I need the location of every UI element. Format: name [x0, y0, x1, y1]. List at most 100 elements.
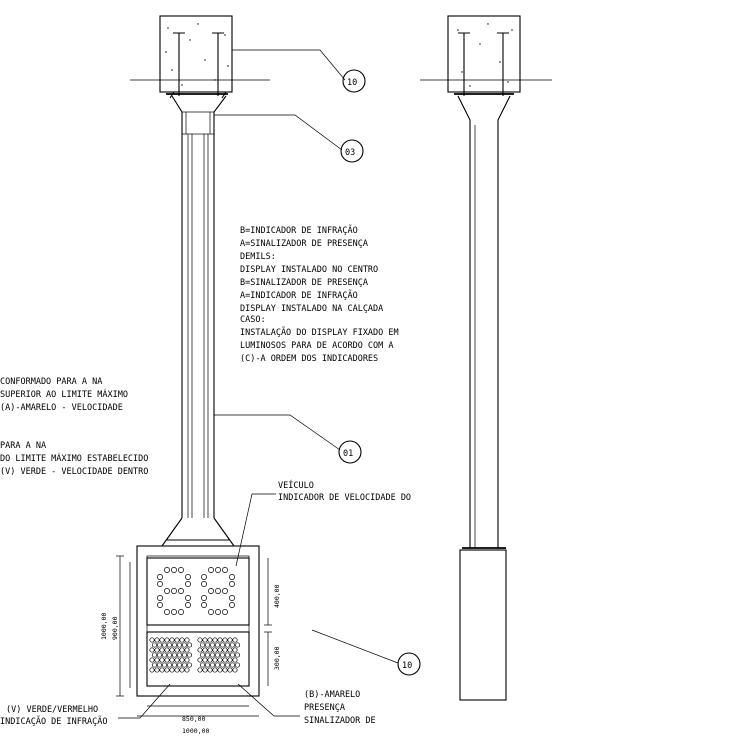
led-dot — [164, 637, 170, 643]
svg-text:B=SINALIZADOR DE PRESENÇA: B=SINALIZADOR DE PRESENÇA — [240, 278, 368, 288]
led-dot — [214, 662, 221, 668]
pole-shaft-side — [457, 95, 511, 549]
display-housing-side — [459, 549, 507, 701]
digit-dot — [215, 609, 221, 615]
led-dot — [202, 667, 208, 673]
led-dot — [186, 652, 193, 658]
led-dot — [154, 647, 160, 653]
pole-flange-front — [171, 95, 227, 135]
digit-dot — [201, 574, 207, 580]
led-dot — [176, 652, 183, 658]
led-dot — [169, 637, 175, 643]
led-dot — [229, 642, 236, 648]
svg-text:DEMILS:: DEMILS: — [240, 252, 276, 262]
led-dot — [209, 652, 216, 658]
led-dot — [184, 637, 190, 643]
led-dot — [161, 652, 168, 658]
digit-dot — [157, 602, 163, 608]
dim-width-inner: 850,00 — [182, 715, 206, 723]
led-dot — [169, 667, 175, 673]
led-dot — [227, 647, 233, 653]
led-dot — [179, 647, 185, 653]
led-dot — [207, 647, 213, 653]
led-dot — [181, 662, 188, 668]
svg-text:INSTALAÇÃO DO DISPLAY FIXADO E: INSTALAÇÃO DO DISPLAY FIXADO EM — [240, 327, 399, 338]
digit-dot — [164, 588, 170, 594]
digit-dot — [201, 595, 207, 601]
digit-dot — [222, 588, 228, 594]
svg-text:A=INDICADOR DE INFRAÇÃO: A=INDICADOR DE INFRAÇÃO — [240, 290, 358, 301]
svg-text:DISPLAY INSTALADO NA CALÇADA: DISPLAY INSTALADO NA CALÇADA — [240, 304, 383, 314]
svg-text:10: 10 — [402, 661, 412, 671]
led-dot — [197, 667, 203, 673]
dim-width-outer: 1000,00 — [182, 727, 209, 735]
led-dot — [161, 642, 168, 648]
digit-dot — [208, 567, 214, 573]
led-dot — [151, 652, 158, 658]
led-dot — [199, 662, 206, 668]
svg-text:A=SINALIZADOR DE PRESENÇA: A=SINALIZADOR DE PRESENÇA — [240, 239, 368, 249]
led-dot — [197, 637, 203, 643]
callout-2: 03 — [214, 114, 364, 163]
display-housing — [136, 545, 260, 697]
led-dot — [174, 637, 180, 643]
led-dot — [229, 652, 236, 658]
led-dot — [159, 657, 165, 663]
led-dot — [156, 652, 163, 658]
led-dot — [234, 662, 241, 668]
digit-dot — [229, 574, 235, 580]
led-dot — [212, 667, 218, 673]
pole-shaft-front — [181, 125, 215, 518]
led-dot — [234, 642, 241, 648]
svg-text:SUPERIOR AO LIMITE MÁXIMO: SUPERIOR AO LIMITE MÁXIMO — [0, 388, 128, 400]
digit-dot — [215, 588, 221, 594]
digit-dot — [185, 574, 191, 580]
svg-text:(C)-A ORDEM DOS INDICADORES: (C)-A ORDEM DOS INDICADORES — [240, 354, 378, 364]
led-dot — [164, 647, 170, 653]
digit-dot — [229, 595, 235, 601]
led-dot — [232, 637, 238, 643]
digit-dot — [157, 574, 163, 580]
speed-digits-display — [157, 567, 235, 615]
led-dot — [197, 647, 203, 653]
dimension-lines — [116, 555, 272, 717]
led-dot — [164, 667, 170, 673]
led-dot — [222, 667, 228, 673]
led-dot — [232, 657, 238, 663]
digit-dot — [208, 588, 214, 594]
led-dot — [184, 657, 190, 663]
dim-height-lower: 300,00 — [273, 646, 281, 670]
led-dot — [169, 657, 175, 663]
led-dot — [207, 657, 213, 663]
led-dot — [174, 657, 180, 663]
led-dot — [166, 652, 173, 658]
led-dot — [171, 662, 178, 668]
led-dot — [234, 652, 241, 658]
speed-indicator-label: VEÍCULO INDICADOR DE VELOCIDADE DO — [235, 479, 411, 567]
svg-text:(B)-AMARELO: (B)-AMARELO — [304, 690, 360, 700]
notes-block: B=INDICADOR DE INFRAÇÃO A=SINALIZADOR DE… — [240, 225, 399, 364]
digit-dot — [178, 567, 184, 573]
digit-dot — [222, 609, 228, 615]
led-dot — [224, 642, 231, 648]
digit-dot — [201, 581, 207, 587]
svg-text:03: 03 — [345, 148, 355, 158]
digit-dot — [171, 588, 177, 594]
led-dot — [207, 667, 213, 673]
led-dot — [232, 667, 238, 673]
digit-dot — [215, 567, 221, 573]
callout-1: 10 — [232, 49, 366, 93]
led-dot — [197, 657, 203, 663]
svg-text:(V) VERDE - VELOCIDADE DENTRO: (V) VERDE - VELOCIDADE DENTRO — [0, 467, 148, 477]
led-dot — [186, 642, 193, 648]
svg-text:(V) VERDE/VERMELHO: (V) VERDE/VERMELHO — [6, 705, 98, 715]
led-dot — [156, 662, 163, 668]
display-bracket — [161, 517, 235, 547]
led-dot — [199, 642, 206, 648]
presence-signal-leds — [197, 637, 241, 673]
led-dot — [151, 642, 158, 648]
led-dot — [186, 662, 193, 668]
led-dot — [174, 647, 180, 653]
led-dot — [179, 657, 185, 663]
